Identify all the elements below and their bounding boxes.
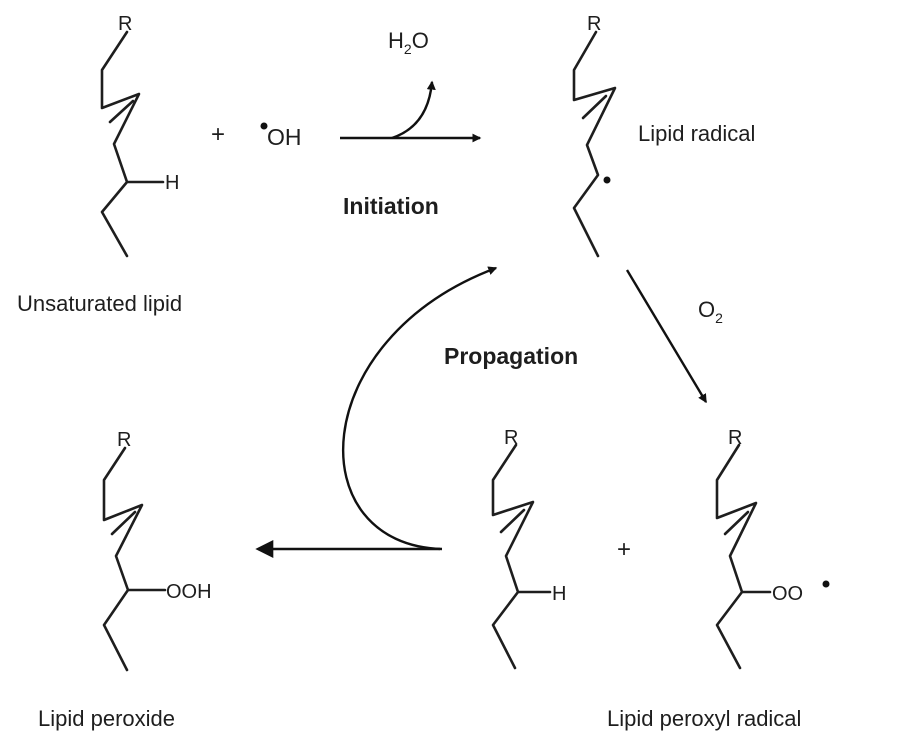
oxygen-addition-arrow [625, 269, 708, 404]
r-group-atom: R [117, 429, 131, 451]
lipid-peroxide-label: Lipid peroxide [38, 706, 175, 731]
lipid-radical-structure: R [572, 13, 617, 258]
radical-dot-lipid [603, 176, 611, 184]
water-release-arrow [391, 80, 436, 140]
radical-dot-peroxyl [822, 580, 830, 588]
unsaturated-lipid-structure: R H [100, 13, 179, 258]
hydrogen-atom: H [165, 172, 179, 194]
radical-dot-hydroxyl [260, 122, 268, 130]
lipid-radical-label: Lipid radical [638, 121, 755, 146]
r-group-atom: R [728, 427, 742, 449]
water-label: H2O [388, 28, 429, 57]
unsaturated-lipid-label: Unsaturated lipid [17, 291, 182, 316]
water-h: H [388, 28, 404, 53]
plus-sign-top: + [211, 121, 225, 148]
oxygen-label: O2 [698, 297, 723, 326]
hydroperoxide-group: OOH [166, 581, 212, 603]
oxygen-subscript: 2 [715, 310, 723, 326]
lipid-peroxyl-radical-structure: R OO [715, 427, 830, 670]
lipid-peroxyl-radical-label: Lipid peroxyl radical [607, 706, 801, 731]
propagation-cycle-arrow [341, 266, 498, 551]
peroxyl-group: OO [772, 583, 803, 605]
propagation-label: Propagation [444, 343, 578, 369]
lipid-peroxide-structure: R OOH [102, 429, 212, 672]
second-unsaturated-lipid-structure: R H [491, 427, 566, 670]
r-group-atom: R [587, 13, 601, 35]
plus-sign-bottom: + [617, 536, 631, 563]
hydrogen-atom: H [552, 583, 566, 605]
r-group-atom: R [118, 13, 132, 35]
r-group-atom: R [504, 427, 518, 449]
water-subscript: 2 [404, 41, 412, 57]
initiation-label: Initiation [343, 193, 439, 219]
hydroxyl-radical-label: OH [267, 124, 302, 150]
oxygen-o: O [698, 297, 715, 322]
water-o: O [412, 28, 429, 53]
